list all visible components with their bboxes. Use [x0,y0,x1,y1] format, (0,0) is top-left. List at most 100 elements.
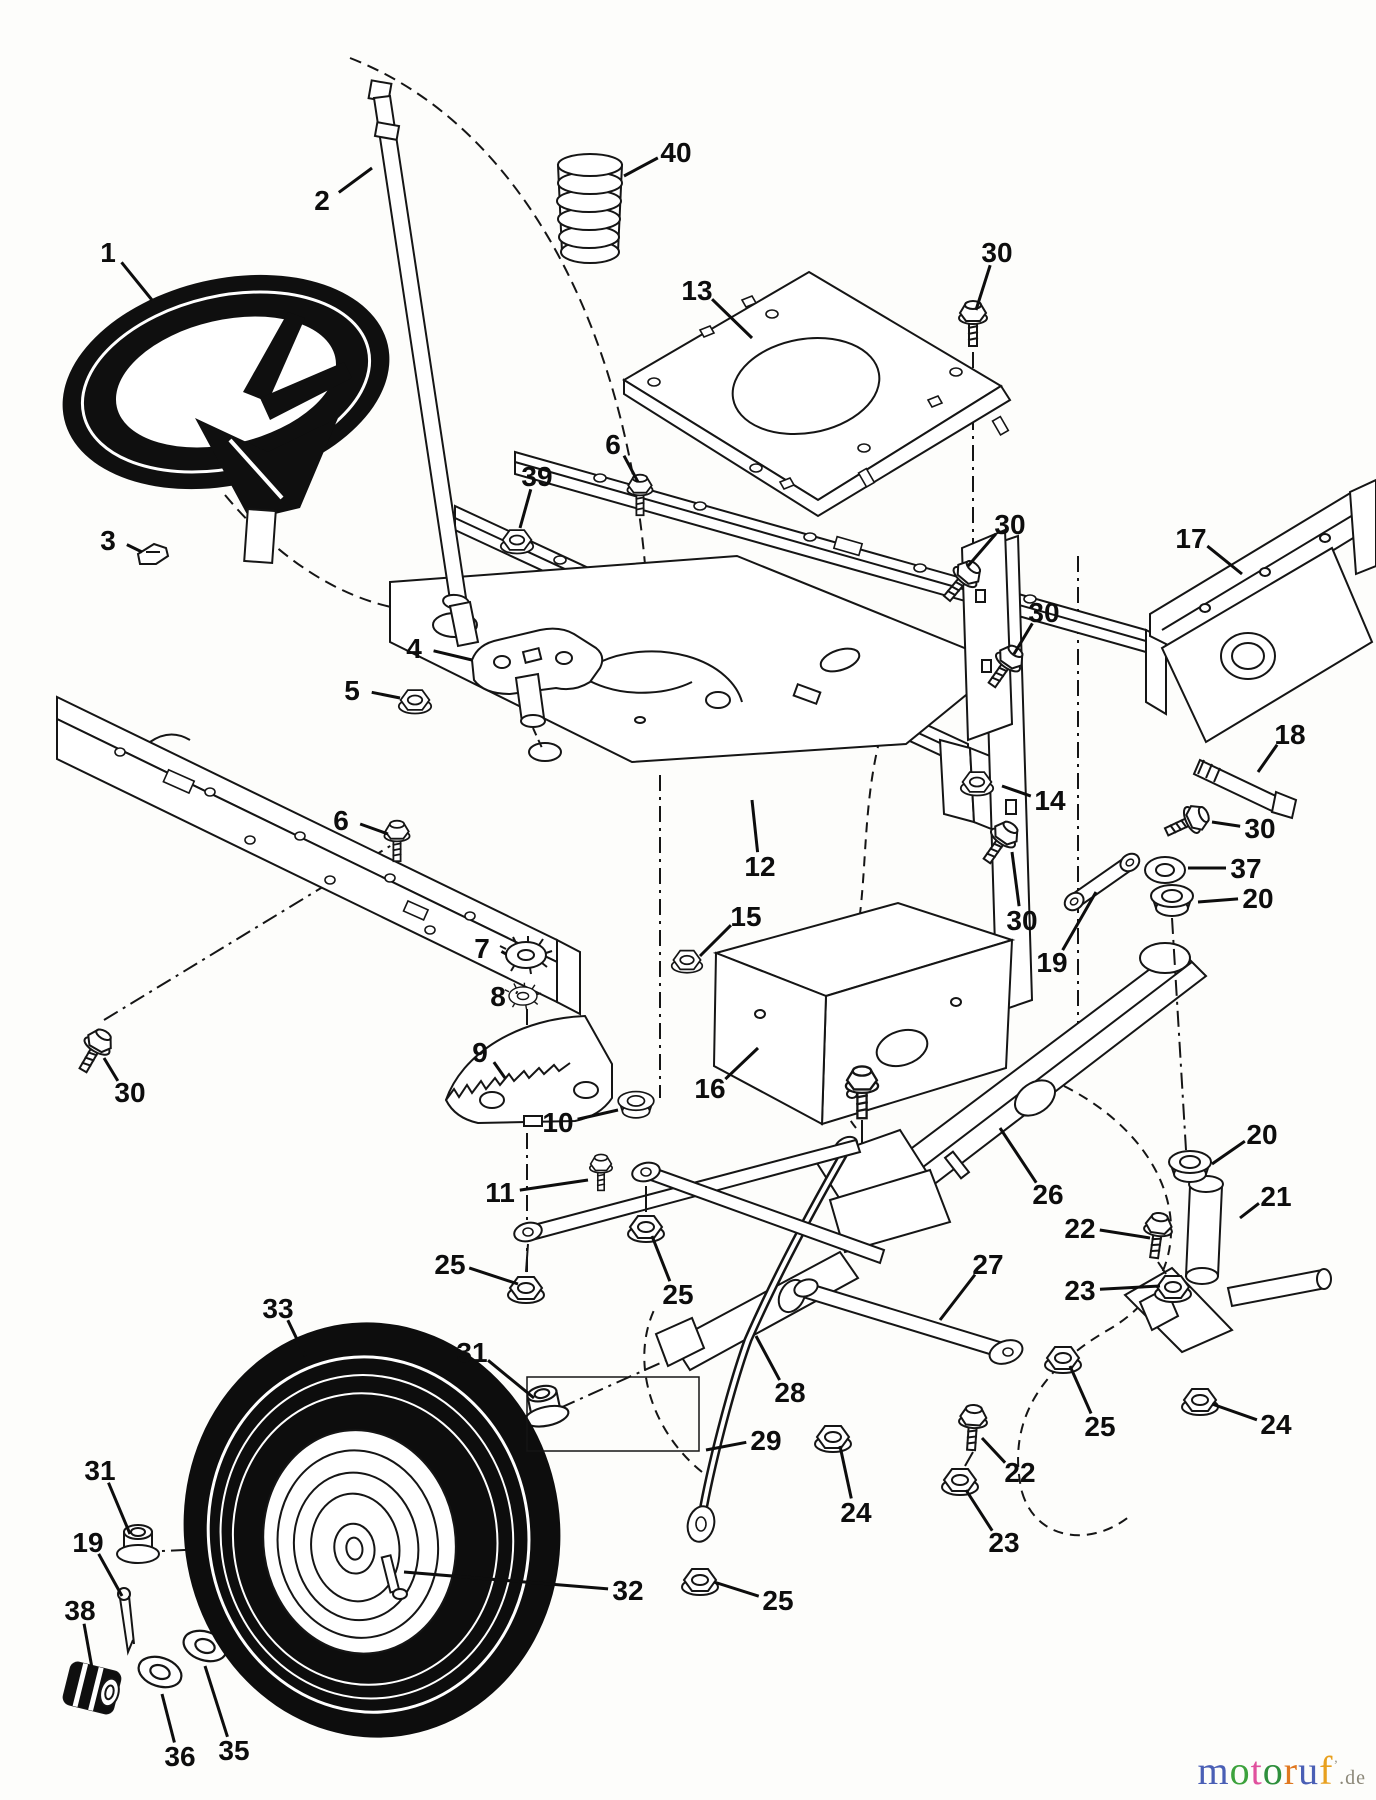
callout-leader-27 [938,1273,977,1321]
callout-leader-30 [1211,820,1241,828]
callout-leader-13 [711,298,754,340]
callout-label-26: 26 [1032,1179,1063,1210]
callout-label-29: 29 [750,1425,781,1456]
logo-letter: r [1283,1748,1299,1793]
callout-label-30: 30 [1006,905,1037,936]
callout-label-24: 24 [840,1497,872,1528]
steering-wheel-drawing [62,274,390,564]
callout-label-1: 1 [100,237,116,268]
callout-label-39: 39 [521,461,552,492]
callout-leader-11 [519,1178,589,1192]
callout-leader-8 [515,990,519,995]
callout-label-25: 25 [434,1249,465,1280]
callout-label-24: 24 [1260,1409,1292,1440]
callout-leader-30 [1010,851,1021,907]
callout-leader-39 [518,488,533,529]
callout-label-20: 20 [1242,883,1273,914]
sector-gear-drawing [444,1014,613,1127]
callout-leader-10 [577,1108,619,1121]
callout-leader-9 [492,1061,507,1079]
callout-leader-15 [698,924,732,958]
callout-leader-18 [1256,743,1279,773]
callout-leader-22 [980,1436,1007,1464]
logo-domain: .de [1339,1767,1366,1789]
callout-label-33: 33 [262,1293,293,1324]
callout-label-8: 8 [490,981,506,1012]
callout-leader-24 [1211,1402,1258,1422]
callout-leader-38 [82,1623,94,1669]
callout-label-21: 21 [1260,1181,1291,1212]
steering-wheel-cap-drawing [556,153,624,264]
callout-leader-30 [102,1057,120,1082]
callout-leader-14 [1001,784,1032,798]
callout-label-37: 37 [1230,853,1261,884]
callout-leader-31 [107,1482,132,1535]
tie-rod-drawing [793,1278,1024,1365]
callout-leader-36 [160,1693,176,1743]
logo-letter: t [1250,1748,1263,1793]
callout-leader-19 [97,1553,124,1597]
bushing-detail-box [526,1376,700,1452]
callout-label-13: 13 [681,275,712,306]
dash-support-bracket-drawing [960,478,1376,744]
callout-leader-26 [998,1127,1038,1184]
callout-leader-25 [1068,1365,1093,1415]
callout-label-27: 27 [972,1249,1003,1280]
callout-label-30: 30 [981,237,1012,268]
callout-leader-3 [126,543,143,554]
callout-leader-40 [623,156,659,178]
callout-label-23: 23 [1064,1275,1095,1306]
callout-label-30: 30 [114,1077,145,1108]
callout-leader-25 [713,1580,760,1598]
callout-label-22: 22 [1004,1457,1035,1488]
logo-letter: f [1319,1748,1334,1793]
callout-leader-25 [468,1266,519,1286]
callout-label-3: 3 [100,525,116,556]
callout-label-25: 25 [762,1585,793,1616]
callout-label-36: 36 [164,1741,195,1772]
callout-label-30: 30 [1244,813,1275,844]
callout-label-22: 22 [1064,1213,1095,1244]
callout-label-11: 11 [485,1177,515,1208]
motoruf-logo[interactable]: motoruf’.de [1198,1747,1366,1794]
valve-stem-drawing [380,1554,408,1600]
callout-leader-16 [724,1046,760,1081]
callout-label-16: 16 [694,1073,725,1104]
callout-label-35: 35 [218,1735,249,1766]
callout-leader-24 [838,1445,853,1499]
callout-label-4: 4 [406,633,422,664]
callout-leader-6 [359,822,389,836]
steering-link-rods-drawing [513,1138,886,1273]
callout-label-23: 23 [988,1527,1019,1558]
callout-label-25: 25 [1084,1411,1115,1442]
callout-label-20: 20 [1246,1119,1277,1150]
callout-label-30: 30 [1028,597,1059,628]
callout-label-14: 14 [1034,785,1066,816]
callout-leader-19 [1061,891,1098,951]
callout-label-19: 19 [72,1527,103,1558]
callout-leader-25 [650,1235,672,1282]
callout-label-17: 17 [1175,523,1206,554]
logo-letter: o [1229,1748,1251,1793]
callout-leader-22 [1099,1228,1151,1240]
logo-letter: u [1298,1748,1320,1793]
callout-label-7: 7 [474,933,490,964]
logo-letter: m [1197,1748,1230,1793]
callout-leader-1 [120,261,154,301]
callout-leader-28 [754,1335,781,1381]
callout-label-5: 5 [344,675,360,706]
callout-label-2: 2 [314,185,330,216]
callout-label-28: 28 [774,1377,805,1408]
callout-label-38: 38 [64,1595,95,1626]
callout-label-19: 19 [1036,947,1067,978]
callout-leader-30 [974,264,992,311]
callout-leader-35 [203,1665,229,1738]
steering-shaft-drawing [367,79,604,749]
callout-label-12: 12 [744,851,775,882]
left-frame-rail-drawing [56,695,581,1016]
callout-leader-23 [1099,1284,1161,1291]
callout-label-18: 18 [1274,719,1305,750]
logo-letter: o [1262,1748,1284,1793]
callout-leader-32 [403,1570,609,1591]
callout-label-30: 30 [994,509,1025,540]
